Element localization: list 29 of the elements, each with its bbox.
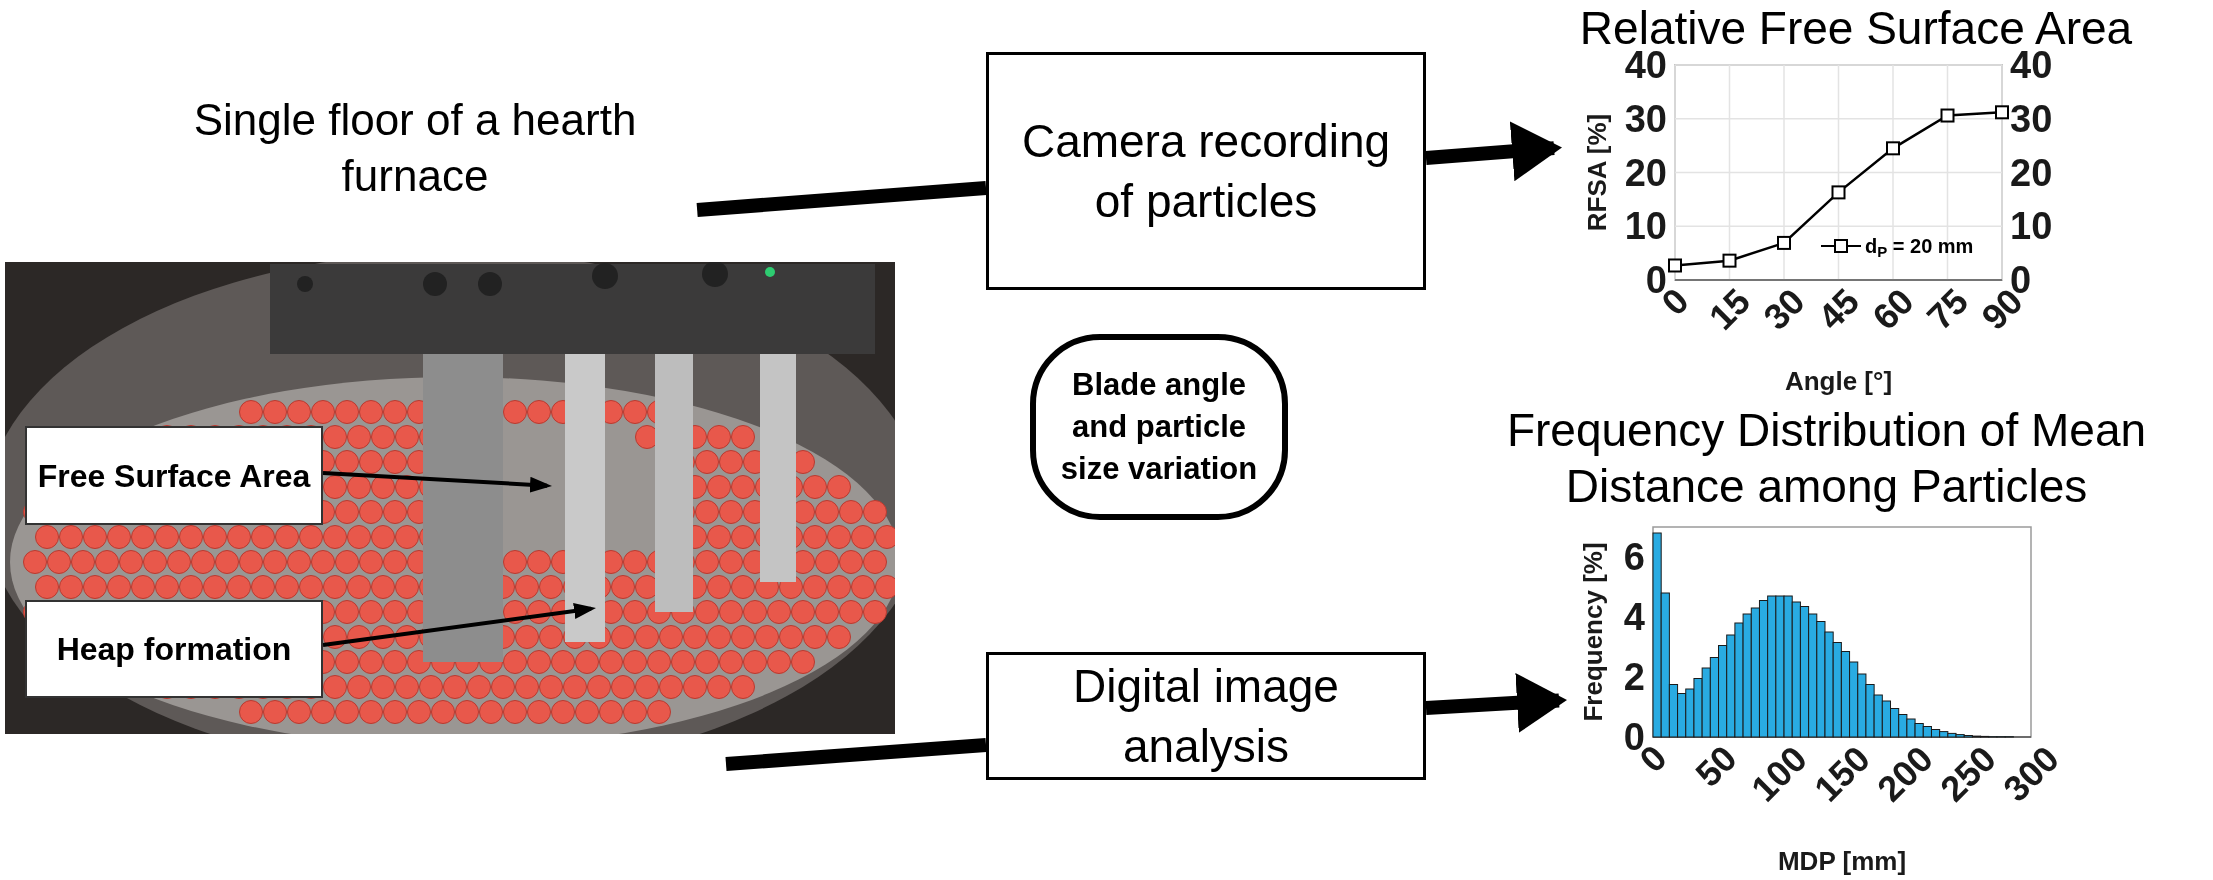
connector-line: [696, 180, 987, 217]
process-box: Camera recording of particles: [986, 52, 1426, 290]
connector-line: [725, 738, 987, 771]
callout-box: Free Surface Area: [25, 426, 323, 525]
tick-label: 50: [1687, 737, 1745, 795]
heading-text: Single floor of a hearth furnace: [130, 92, 700, 210]
tick-label: 40: [2010, 44, 2053, 86]
tick-label: 30: [1624, 97, 1667, 140]
leader-arrow: [322, 471, 552, 493]
tick-label: 10: [1624, 205, 1667, 248]
callout-box: Heap formation: [25, 600, 323, 698]
process-box: Digital image analysis: [986, 652, 1426, 780]
tick-label: 30: [2010, 97, 2053, 140]
chart-title: Frequency Distribution of Mean Distance among Particles: [1505, 403, 2148, 514]
legend-label: d$_{P}$ = 20 mm: [1865, 234, 1974, 261]
axis-label: Angle [°]: [1784, 366, 1893, 396]
axis-label: RFSA [%]: [1582, 113, 1612, 232]
axis-label: Frequency [%]: [1578, 542, 1608, 722]
tick-label: 10: [2010, 205, 2053, 248]
rounded-box: Blade angle and particle size variation: [1030, 334, 1288, 520]
leader-arrow: [322, 603, 596, 648]
axis-label: MDP [mm]: [1777, 846, 1907, 876]
tick-label: 20: [1624, 151, 1667, 194]
tick-label: 20: [2010, 151, 2053, 194]
arrow: [1425, 121, 1562, 182]
tick-label: 6: [1623, 536, 1645, 578]
arrow: [1425, 672, 1567, 733]
tick-label: 4: [1623, 596, 1645, 638]
tick-label: 2: [1623, 656, 1645, 698]
